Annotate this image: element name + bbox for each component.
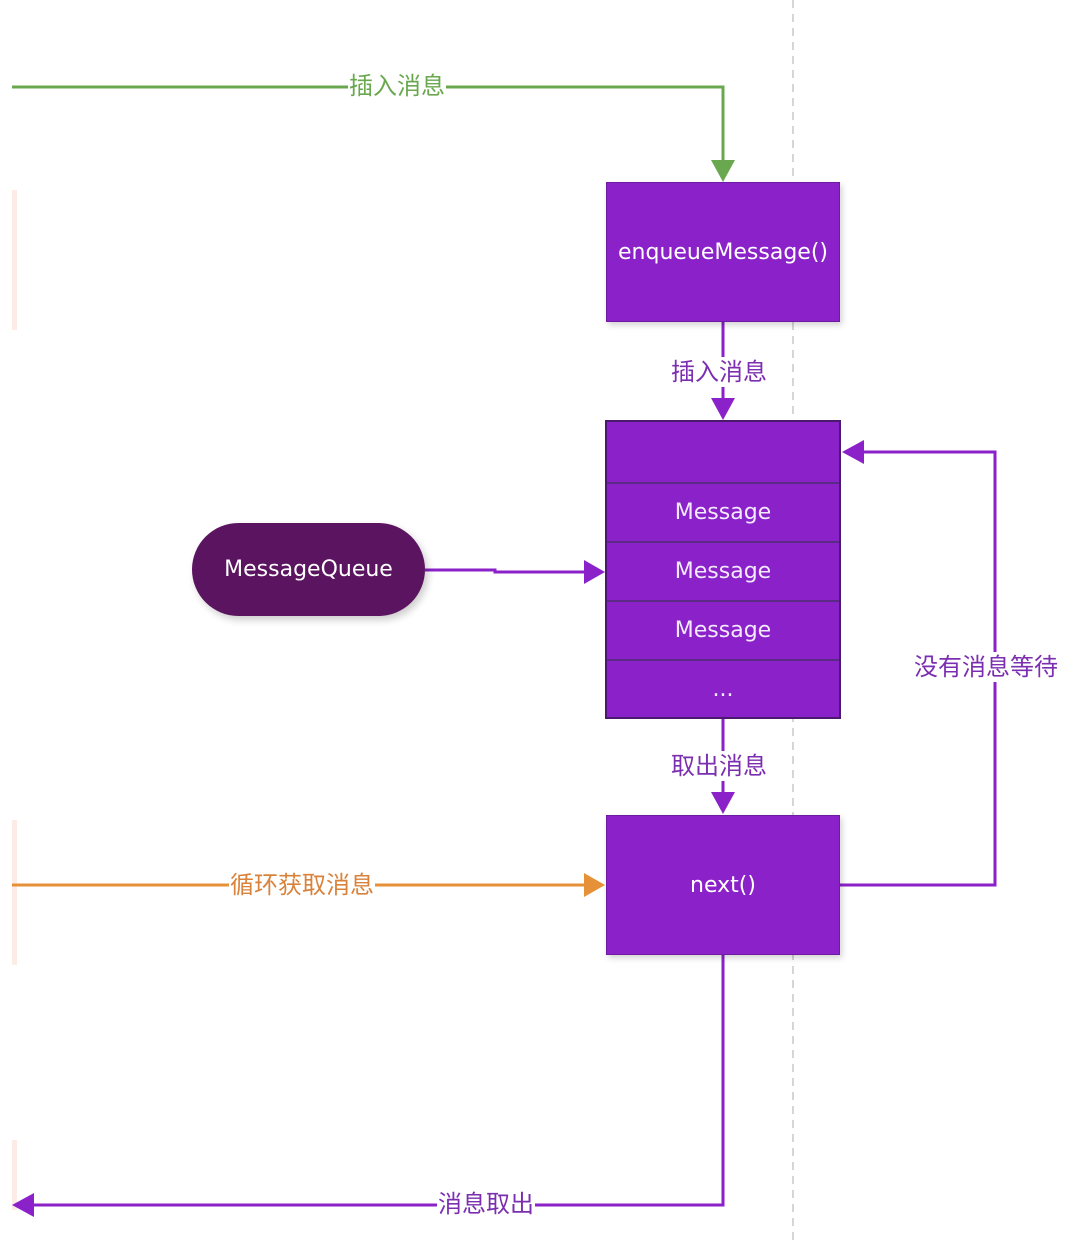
loop-fetch-arrowhead	[584, 873, 605, 897]
queue-slot-empty	[607, 422, 839, 482]
message-queue-stack: Message Message Message ...	[605, 420, 841, 719]
messagequeue-terminal: MessageQueue	[192, 523, 425, 616]
left-edge-mark	[12, 190, 17, 330]
messagequeue-arrowhead	[584, 560, 605, 584]
queue-to-next-arrowhead	[711, 792, 735, 814]
queue-slot-ellipsis: ...	[607, 659, 839, 717]
queue-slot-message: Message	[607, 482, 839, 541]
enqueue-message-box: enqueueMessage()	[606, 182, 840, 322]
left-edge-mark	[12, 1140, 17, 1210]
wait-loop-arrowhead	[842, 440, 864, 464]
message-out-arrowhead	[12, 1193, 34, 1217]
loop-fetch-label: 循环获取消息	[229, 870, 375, 900]
next-label: next()	[690, 872, 756, 898]
left-edge-mark	[12, 820, 17, 965]
no-message-wait-label: 没有消息等待	[913, 652, 1059, 682]
insert-arrowhead	[711, 160, 735, 182]
insert-message-label-top: 插入消息	[348, 71, 446, 101]
queue-slot-message: Message	[607, 541, 839, 600]
take-out-message-label: 取出消息	[670, 751, 768, 781]
next-box: next()	[606, 815, 840, 955]
messagequeue-to-queue-line	[425, 568, 588, 574]
insert-message-label: 插入消息	[670, 357, 768, 387]
enqueue-message-label: enqueueMessage()	[618, 239, 828, 265]
message-out-label: 消息取出	[437, 1189, 535, 1219]
queue-slot-message: Message	[607, 600, 839, 659]
message-out-line	[32, 955, 725, 1207]
enqueue-to-queue-arrowhead	[711, 398, 735, 420]
messagequeue-label: MessageQueue	[224, 557, 393, 582]
insert-arrow-line	[12, 85, 725, 166]
